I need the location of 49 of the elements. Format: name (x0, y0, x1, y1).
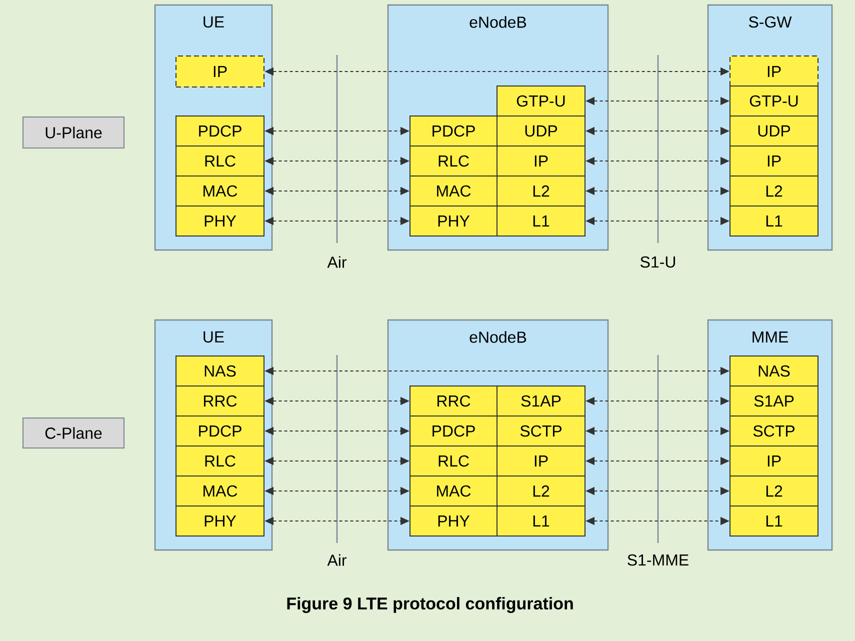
interface-label: S1-U (640, 256, 675, 268)
layer-box: MAC (176, 476, 264, 506)
layer-box: S1AP (730, 386, 818, 416)
layer-box: SCTP (730, 416, 818, 446)
layer-box: IP (496, 146, 586, 176)
layer-box: L1 (496, 206, 586, 236)
layer-box: RRC (176, 386, 264, 416)
plane-box: C-Plane (22, 418, 124, 448)
layer-box: L2 (730, 176, 818, 206)
layer-box: RRC (410, 386, 498, 416)
layer-box: RLC (410, 146, 498, 176)
layer-box: L2 (730, 476, 818, 506)
layer-box: MAC (410, 176, 498, 206)
layer-box: PHY (176, 206, 264, 236)
layer-box: MAC (176, 176, 264, 206)
layer-box: GTP-U (730, 86, 818, 116)
layer-box: SCTP (496, 416, 586, 446)
layer-box: S1AP (496, 386, 586, 416)
layer-box: MAC (410, 476, 498, 506)
interface-label: Air (327, 256, 347, 268)
layer-box: PDCP (410, 416, 498, 446)
layer-box: L1 (730, 206, 818, 236)
layer-box: PDCP (176, 416, 264, 446)
layer-box: NAS (730, 356, 818, 386)
layer-box: IP (730, 56, 818, 88)
layer-box: RLC (176, 446, 264, 476)
layer-box: IP (730, 146, 818, 176)
layer-box: IP (730, 446, 818, 476)
interface-label: S1-MME (628, 554, 688, 566)
layer-box: GTP-U (496, 86, 586, 116)
layer-box: RLC (410, 446, 498, 476)
layer-box: L2 (496, 176, 586, 206)
layer-box: L1 (496, 506, 586, 536)
layer-box: L1 (730, 506, 818, 536)
layer-box: UDP (496, 116, 586, 146)
layer-box: PDCP (410, 116, 498, 146)
plane-box: U-Plane (22, 116, 124, 148)
layer-box: L2 (496, 476, 586, 506)
interface-label: Air (327, 554, 347, 566)
layer-box: PHY (410, 506, 498, 536)
layer-box: PHY (410, 206, 498, 236)
layer-box: IP (176, 56, 264, 88)
layer-box: PDCP (176, 116, 264, 146)
layer-box: NAS (176, 356, 264, 386)
layer-box: PHY (176, 506, 264, 536)
layer-box: IP (496, 446, 586, 476)
caption: Figure 9 LTE protocol configuration (287, 597, 573, 613)
layer-box: RLC (176, 146, 264, 176)
layer-box: UDP (730, 116, 818, 146)
